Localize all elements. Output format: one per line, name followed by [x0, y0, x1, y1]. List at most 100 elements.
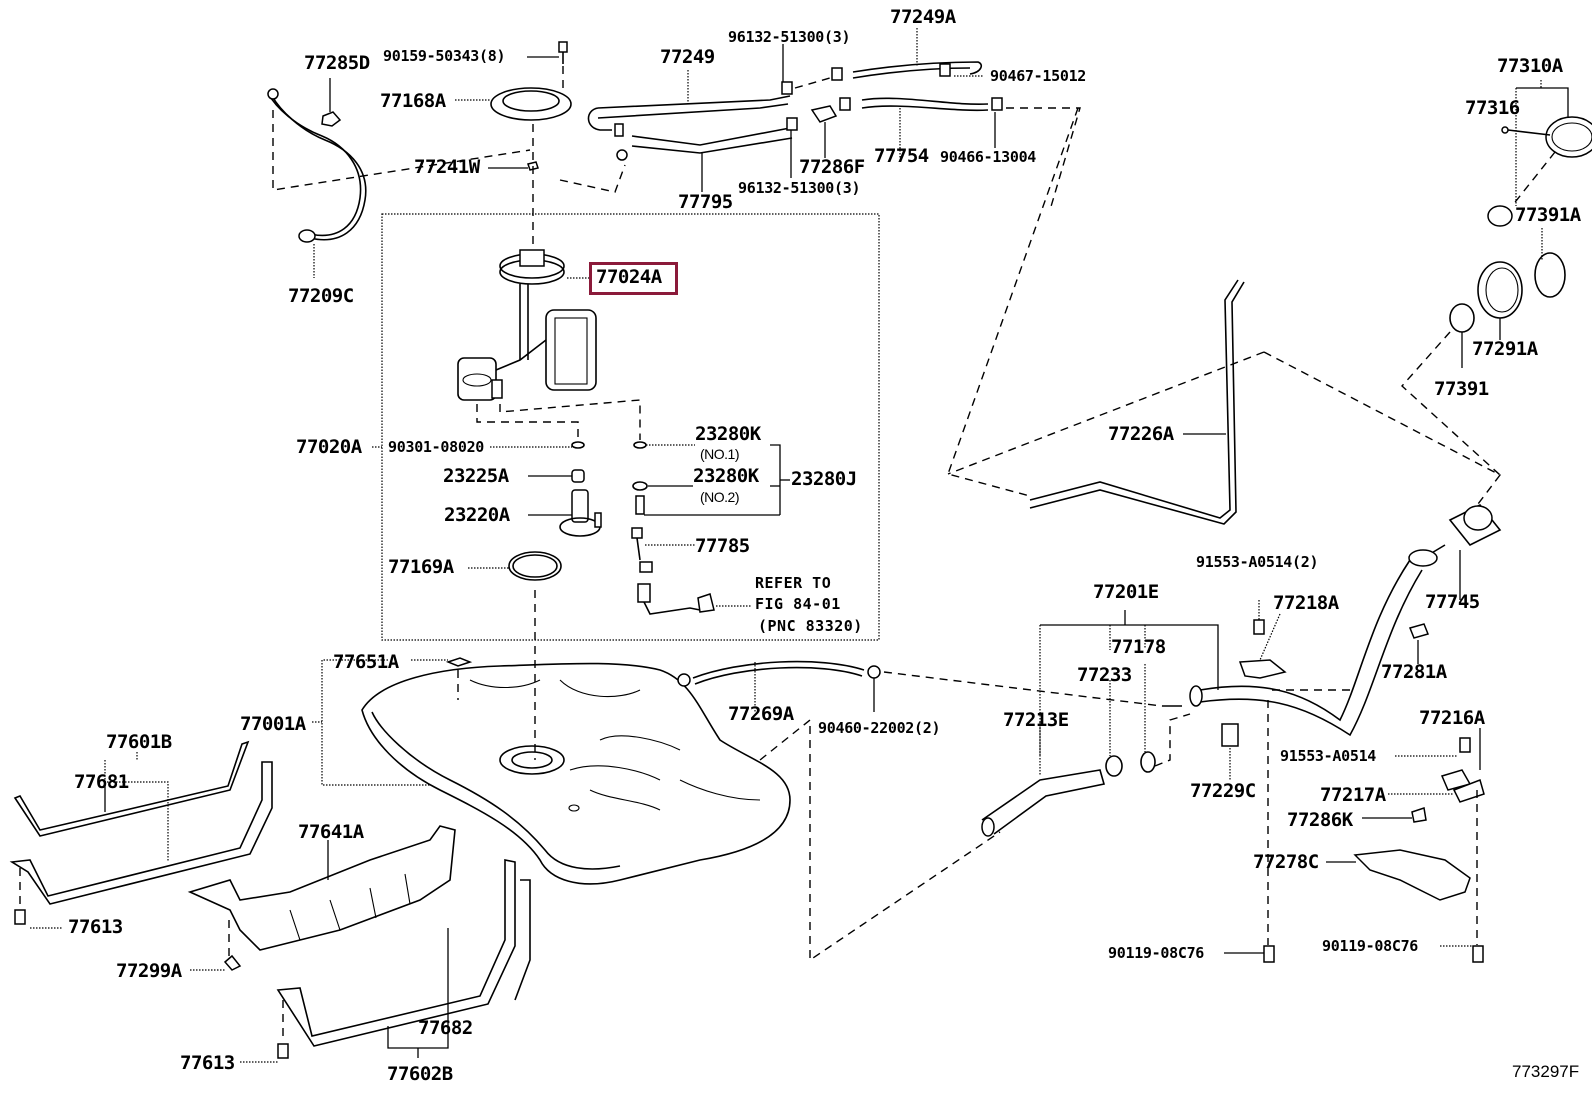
label-77209c[interactable]: 77209C: [288, 285, 354, 307]
breather-77218a: [1238, 659, 1287, 679]
label-77602b[interactable]: 77602B: [387, 1063, 453, 1085]
refer-note-line3: (PNC 83320): [758, 617, 863, 635]
hose-77269a: [692, 660, 865, 679]
clip-77299a: [223, 954, 242, 971]
label-23280k-no2-note: (NO.2): [700, 489, 740, 505]
label-77391[interactable]: 77391: [1434, 378, 1489, 400]
label-77745[interactable]: 77745: [1425, 591, 1480, 613]
clip-96132-b: [786, 117, 798, 131]
o-ring-90301: [571, 441, 585, 449]
ring-77178: [1140, 751, 1156, 773]
label-77785[interactable]: 77785: [695, 535, 750, 557]
label-77213e[interactable]: 77213E: [1003, 709, 1069, 731]
label-77217a[interactable]: 77217A: [1320, 784, 1386, 806]
label-77226a[interactable]: 77226A: [1108, 423, 1174, 445]
filler-pipe-77201e: [1199, 559, 1411, 722]
label-77229c[interactable]: 77229C: [1190, 780, 1256, 802]
label-23280j[interactable]: 23280J: [791, 468, 857, 490]
bolt-91553-top: [1253, 619, 1265, 635]
label-77233[interactable]: 77233: [1077, 664, 1132, 686]
bolt-77613-bottom: [277, 1043, 289, 1059]
bolt-77613-left: [14, 909, 26, 925]
label-77241w[interactable]: 77241W: [414, 156, 480, 178]
label-90159-50343[interactable]: 90159-50343(8): [383, 47, 506, 65]
label-23280k-no2[interactable]: 23280K: [693, 465, 759, 487]
label-96132-51300-bottom[interactable]: 96132-51300(3): [738, 179, 861, 197]
label-23280k-no1-note: (NO.1): [700, 446, 740, 462]
hose-77754: [861, 97, 989, 106]
label-77168a[interactable]: 77168A: [380, 90, 446, 112]
label-77201e[interactable]: 77201E: [1093, 581, 1159, 603]
highlight-box: [589, 262, 678, 295]
label-77218a[interactable]: 77218A: [1273, 592, 1339, 614]
bolt-90119-left: [1263, 945, 1275, 963]
label-90119-08c76-left[interactable]: 90119-08C76: [1108, 944, 1205, 962]
figure-id: 773297F: [1512, 1062, 1580, 1081]
label-77169a[interactable]: 77169A: [388, 556, 454, 578]
fuel-pump-23220a: [559, 489, 602, 537]
retainer-ring-77168a: [490, 87, 572, 121]
label-77286f[interactable]: 77286F: [799, 156, 865, 178]
pressure-regulator: [635, 495, 645, 515]
label-77310a[interactable]: 77310A: [1497, 55, 1563, 77]
label-77281a[interactable]: 77281A: [1381, 661, 1447, 683]
gasket-77169a: [508, 551, 562, 581]
label-77613-bottom[interactable]: 77613: [180, 1052, 235, 1074]
label-77651a[interactable]: 77651A: [333, 651, 399, 673]
label-90119-08c76-right[interactable]: 90119-08C76: [1322, 937, 1419, 955]
clip-77286k: [1411, 807, 1427, 823]
label-91553-a0514-2[interactable]: 91553-A0514(2): [1196, 553, 1319, 571]
fuel-pump-module-box: [381, 213, 880, 641]
clip-77285d: [321, 111, 342, 127]
label-77020a[interactable]: 77020A: [296, 436, 362, 458]
refer-note-line1: REFER TO: [755, 574, 832, 592]
label-77286k[interactable]: 77286K: [1287, 809, 1353, 831]
label-77249a[interactable]: 77249A: [890, 6, 956, 28]
housing-77291a: [1477, 261, 1523, 319]
strap-77601b-lower: [9, 761, 273, 905]
label-91553-a0514[interactable]: 91553-A0514: [1280, 747, 1377, 765]
label-77613-left[interactable]: 77613: [68, 916, 123, 938]
label-77682[interactable]: 77682: [418, 1017, 473, 1039]
label-23225a[interactable]: 23225A: [443, 465, 509, 487]
label-77216a[interactable]: 77216A: [1419, 707, 1485, 729]
clamp-77286f: [810, 105, 838, 123]
label-23280k-no1[interactable]: 23280K: [695, 423, 761, 445]
label-77299a[interactable]: 77299A: [116, 960, 182, 982]
label-96132-51300-top[interactable]: 96132-51300(3): [728, 28, 851, 46]
refer-note-line2[interactable]: FIG 84-01: [755, 595, 841, 613]
label-90301-08020[interactable]: 90301-08020: [388, 438, 485, 456]
label-77291a[interactable]: 77291A: [1472, 338, 1538, 360]
label-77316[interactable]: 77316: [1465, 97, 1520, 119]
clamp-77229c: [1221, 723, 1239, 747]
clip-77281a: [1408, 623, 1430, 639]
label-77178[interactable]: 77178: [1111, 636, 1166, 658]
label-77601b[interactable]: 77601B: [106, 731, 172, 753]
label-77795[interactable]: 77795: [678, 191, 733, 213]
label-77391a[interactable]: 77391A: [1515, 204, 1581, 226]
bolt-90119-right: [1472, 945, 1484, 963]
fuel-line-77209c: [271, 95, 367, 241]
label-77681[interactable]: 77681: [74, 771, 129, 793]
wire-77785: [631, 527, 643, 539]
label-77249[interactable]: 77249: [660, 46, 715, 68]
label-77269a[interactable]: 77269A: [728, 703, 794, 725]
label-77285d[interactable]: 77285D: [304, 52, 370, 74]
seal-77651a: [445, 657, 473, 667]
label-23220a[interactable]: 23220A: [444, 504, 510, 526]
label-77754[interactable]: 77754: [874, 145, 929, 167]
clip-96132-a: [781, 81, 793, 95]
hose-77249: [597, 95, 791, 109]
label-77278c[interactable]: 77278C: [1253, 851, 1319, 873]
sender-gauge: [637, 583, 651, 603]
hose-77249a: [852, 61, 983, 75]
label-77024a[interactable]: 77024A: [596, 266, 662, 288]
strap-77682: [276, 859, 516, 1047]
label-90460-22002[interactable]: 90460-22002(2): [818, 719, 941, 737]
label-90467-15012[interactable]: 90467-15012: [990, 67, 1087, 85]
label-77641a[interactable]: 77641A: [298, 821, 364, 843]
strap-77681: [13, 740, 250, 837]
label-90466-13004[interactable]: 90466-13004: [940, 148, 1037, 166]
label-77001a[interactable]: 77001A: [240, 713, 306, 735]
